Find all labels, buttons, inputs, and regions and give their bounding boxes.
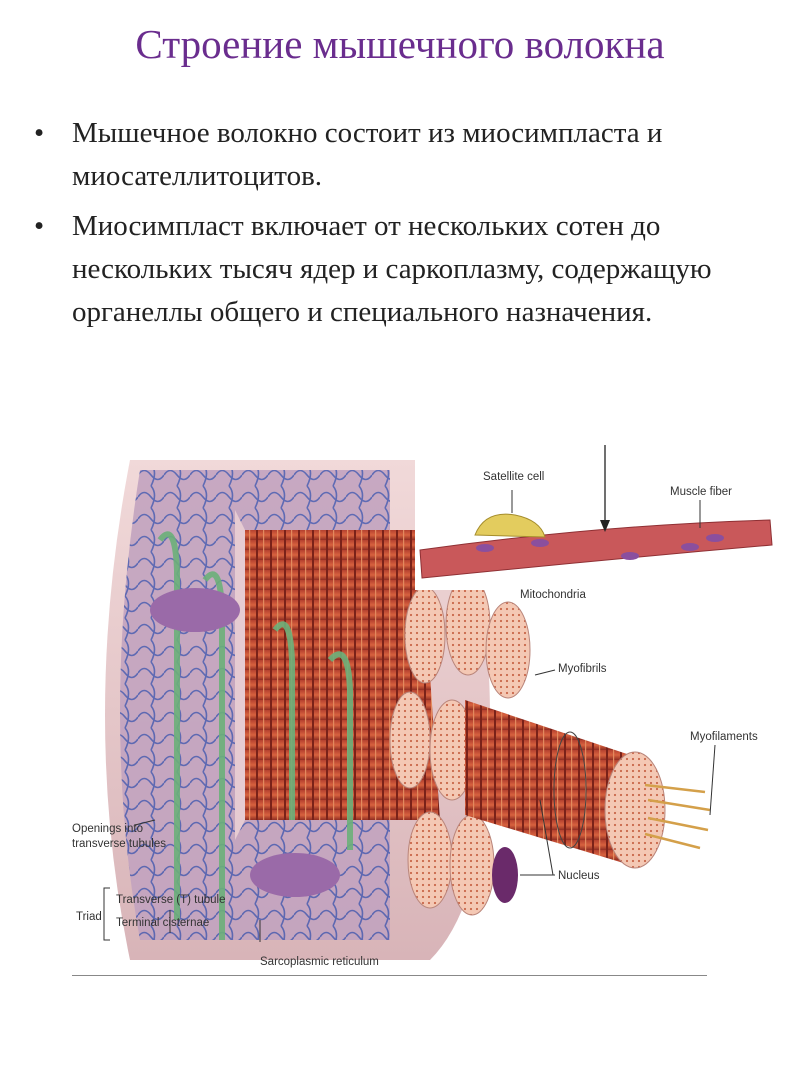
bullet-text: Миосимпласт включает от нескольких сотен…	[72, 210, 712, 328]
myofibril-cross-sections	[389, 574, 531, 916]
bullet-text: Мышечное волокно состоит из миосимпласта…	[72, 117, 663, 192]
label-muscle-fiber: Muscle fiber	[670, 486, 732, 498]
label-myofilaments: Myofilaments	[690, 731, 758, 743]
label-nucleus: Nucleus	[558, 870, 600, 882]
label-myofibrils: Myofibrils	[558, 663, 607, 675]
label-sarcoplasmic-reticulum: Sarcoplasmic reticulum	[260, 956, 379, 968]
slide-title: Строение мышечного волокна	[135, 21, 665, 67]
bullet-list: • Мышечное волокно состоит из миосимпласт…	[30, 112, 770, 341]
satellite-cell-shape	[474, 513, 546, 538]
label-openings-line2: transverse tubules	[72, 838, 166, 850]
bullet-item: • Мышечное волокно состоит из миосимпласт…	[30, 112, 770, 198]
extended-myofibril	[465, 700, 630, 865]
label-triad: Triad	[76, 911, 102, 923]
myofibril-end	[604, 751, 666, 869]
label-satellite-cell: Satellite cell	[483, 471, 544, 483]
divider-line	[72, 975, 707, 976]
bullet-item: • Миосимпласт включает от нескольких соте…	[30, 205, 770, 334]
muscle-fiber-illustration: Satellite cell Muscle fiber Mitochondria…	[72, 440, 775, 968]
surface-nucleus	[150, 588, 240, 632]
label-terminal-cisternae: Terminal cisternae	[116, 917, 209, 929]
satellite-inset	[415, 440, 775, 590]
bullet-marker: •	[34, 210, 45, 242]
nucleus-shape	[492, 847, 518, 903]
leader-lines	[134, 669, 716, 942]
label-openings-line1: Openings into	[72, 823, 143, 835]
surface-nucleus	[250, 853, 340, 897]
label-mitochondria: Mitochondria	[520, 589, 586, 601]
bullet-marker: •	[34, 117, 45, 149]
label-t-tubule: Transverse (T) tubule	[116, 894, 226, 906]
myofilaments	[644, 783, 711, 850]
